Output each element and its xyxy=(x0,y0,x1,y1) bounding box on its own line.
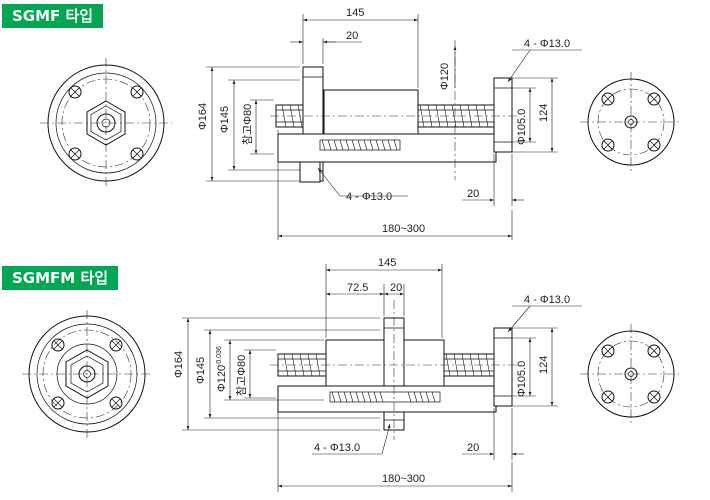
sgmfm-type-title: SGMFM 타입 xyxy=(2,266,119,290)
sgmfm-left-end-view xyxy=(22,310,152,440)
sgmf-left-bolt-holes xyxy=(68,85,144,161)
sgmf-dim-124: 124 xyxy=(538,104,550,122)
sgmfm-dim-tolerance: -0.036 xyxy=(216,346,223,366)
sgmfm-dim-ref80: 참고Φ80 xyxy=(235,355,248,396)
sgmf-right-holes-label: 4 - Φ13.0 xyxy=(524,38,570,50)
sgmf-left-end-view xyxy=(40,58,172,188)
sgmfm-dim-dia105: Φ105.0 xyxy=(516,361,528,397)
sgmfm-dimensions: 145 72.5 20 Φ164 Φ145 Φ120 -0.036 참고Φ80 xyxy=(173,257,582,492)
sgmf-dim-dia164: Φ164 xyxy=(197,103,209,130)
sgmf-dim-dia145: Φ145 xyxy=(219,106,231,133)
sgmfm-dim-dia120: Φ120 xyxy=(216,365,228,392)
sgmf-type-title: SGMF 타입 xyxy=(2,4,104,28)
sgmfm-dim-20-end: 20 xyxy=(467,442,479,454)
sgmf-dim-20-end: 20 xyxy=(467,188,479,200)
sgmfm-bottom-holes-label: 4 - Φ13.0 xyxy=(314,442,360,454)
sgmf-dim-dia120: Φ120 xyxy=(439,63,451,90)
sgmfm-right-end-view xyxy=(580,324,682,424)
sgmfm-side-view xyxy=(270,300,520,440)
sgmfm-dim-dia145: Φ145 xyxy=(195,357,207,384)
sgmfm-dim-20-top: 20 xyxy=(390,282,402,294)
sgmfm-right-holes-label: 4 - Φ13.0 xyxy=(524,294,570,306)
sgmf-dim-ref80: 참고Φ80 xyxy=(241,104,254,145)
sgmfm-dim-dia164: Φ164 xyxy=(173,351,185,378)
sgmfm-dim-145: 145 xyxy=(378,257,396,269)
sgmfm-dim-total-length: 180~300 xyxy=(382,473,425,485)
sgmfm-dim-124: 124 xyxy=(538,356,550,374)
sgmf-side-view xyxy=(270,40,520,183)
sgmfm-dim-72-5: 72.5 xyxy=(347,282,368,294)
sgmf-right-end-view xyxy=(580,72,682,172)
sgmfm-left-bolt-holes xyxy=(51,338,123,410)
sgmf-bottom-holes-label: 4 - Φ13.0 xyxy=(346,191,392,203)
sgmfm-right-bolt-holes xyxy=(601,344,661,404)
sgmf-drawing: 145 20 Φ120 Φ164 Φ145 참고Φ80 4 - Φ13.0 xyxy=(40,7,682,240)
sgmfm-drawing: 145 72.5 20 Φ164 Φ145 Φ120 -0.036 참고Φ80 xyxy=(22,257,682,492)
sgmf-dimensions: 145 20 Φ120 Φ164 Φ145 참고Φ80 4 - Φ13.0 xyxy=(197,7,582,240)
sgmf-right-bolt-holes xyxy=(601,92,661,152)
sgmf-dim-dia105: Φ105.0 xyxy=(516,109,528,145)
sgmf-dim-total-length: 180~300 xyxy=(382,223,425,235)
sgmf-dim-20-top: 20 xyxy=(346,30,358,42)
sgmf-dim-145: 145 xyxy=(346,7,364,19)
